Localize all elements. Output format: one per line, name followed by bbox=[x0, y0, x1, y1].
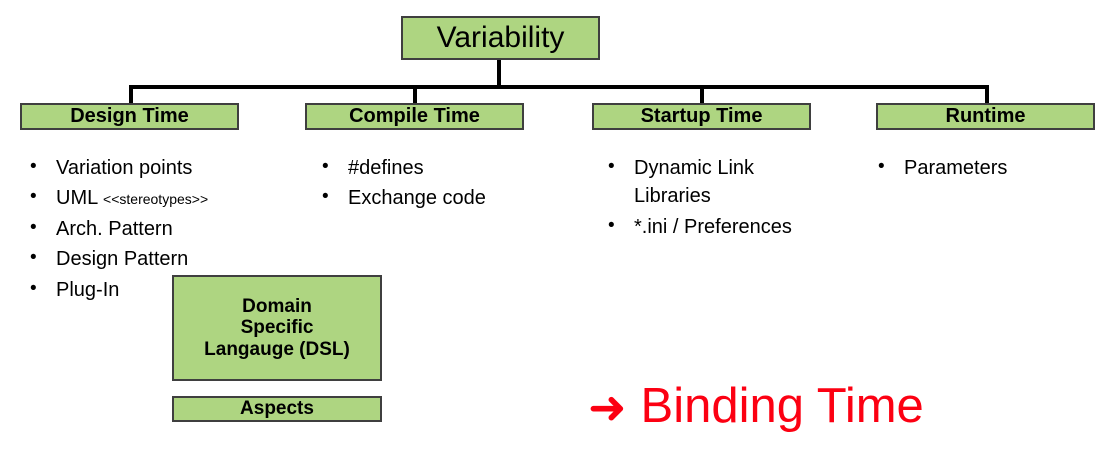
binding-time-label: Binding Time bbox=[640, 379, 924, 433]
bullet-icon: • bbox=[322, 156, 329, 177]
list-item-stereotype: <<stereotypes>> bbox=[103, 191, 209, 208]
list-item-label: Variation points bbox=[56, 157, 193, 179]
list-item: • UML <<stereotypes>> bbox=[30, 184, 295, 212]
list-item: • Parameters bbox=[878, 154, 1098, 182]
list-item: • Design Pattern bbox=[30, 245, 295, 273]
list-item: • Exchange code bbox=[322, 184, 572, 212]
list-item: • *.ini / Preferences bbox=[608, 213, 858, 241]
connector-horizontal-bus bbox=[131, 85, 989, 89]
dsl-line-1: Domain bbox=[242, 296, 312, 318]
bullet-icon: • bbox=[30, 186, 37, 208]
bullet-icon: • bbox=[30, 277, 37, 299]
list-item-label: Dynamic Link Libraries bbox=[634, 157, 755, 208]
node-domain-specific-language[interactable]: Domain Specific Langauge (DSL) bbox=[172, 275, 382, 381]
list-item: • #defines bbox=[322, 154, 572, 182]
bullet-icon: • bbox=[30, 156, 37, 177]
node-variability[interactable]: Variability bbox=[401, 16, 600, 60]
node-variability-label: Variability bbox=[436, 21, 565, 55]
node-startup-time[interactable]: Startup Time bbox=[592, 103, 811, 130]
bullet-icon: • bbox=[322, 186, 329, 208]
list-item: • Dynamic Link Libraries bbox=[608, 154, 858, 211]
connector-drop-runtime bbox=[985, 85, 989, 104]
list-item-label: Parameters bbox=[904, 157, 1008, 179]
node-compile-time-label: Compile Time bbox=[349, 105, 480, 128]
bullet-list-runtime: • Parameters bbox=[878, 154, 1098, 184]
list-item: • Variation points bbox=[30, 154, 295, 182]
right-arrow-icon: ➜ bbox=[588, 379, 627, 434]
connector-drop-design-time bbox=[129, 85, 133, 104]
bullet-icon: • bbox=[30, 216, 37, 238]
connector-root-stem bbox=[497, 60, 501, 88]
bullet-list-design-time: • Variation points • UML <<stereotypes>>… bbox=[30, 154, 295, 306]
list-item-label: #defines bbox=[348, 157, 424, 179]
bullet-list-compile-time: • #defines • Exchange code bbox=[322, 154, 572, 215]
list-item-label: *.ini / Preferences bbox=[634, 215, 792, 238]
node-runtime-label: Runtime bbox=[945, 105, 1026, 128]
bullet-icon: • bbox=[878, 156, 885, 177]
bullet-icon: • bbox=[608, 156, 615, 177]
list-item-text: UML bbox=[56, 187, 104, 210]
node-aspects[interactable]: Aspects bbox=[172, 396, 382, 422]
node-runtime[interactable]: Runtime bbox=[876, 103, 1095, 130]
list-item-label: Design Pattern bbox=[56, 248, 189, 271]
list-item-label: Plug-In bbox=[56, 278, 120, 301]
list-item-label: Exchange code bbox=[348, 187, 486, 210]
bullet-icon: • bbox=[608, 214, 615, 236]
connector-drop-startup-time bbox=[700, 85, 704, 104]
dsl-line-3: Langauge (DSL) bbox=[204, 338, 350, 360]
dsl-line-2: Specific bbox=[240, 317, 314, 339]
node-design-time[interactable]: Design Time bbox=[20, 103, 239, 130]
connector-drop-compile-time bbox=[413, 85, 417, 104]
node-compile-time[interactable]: Compile Time bbox=[305, 103, 524, 130]
node-startup-time-label: Startup Time bbox=[640, 105, 763, 128]
bullet-list-startup-time: • Dynamic Link Libraries • *.ini / Prefe… bbox=[608, 154, 858, 243]
node-aspects-label: Aspects bbox=[240, 398, 314, 420]
list-item: • Arch. Pattern bbox=[30, 215, 295, 243]
list-item-label: Arch. Pattern bbox=[56, 217, 173, 240]
list-item: • Plug-In bbox=[30, 276, 295, 304]
node-design-time-label: Design Time bbox=[70, 105, 189, 128]
bullet-icon: • bbox=[30, 247, 37, 269]
binding-time-callout: ➜ Binding Time bbox=[588, 382, 924, 431]
list-item-label: UML <<stereotypes>> bbox=[56, 184, 295, 212]
